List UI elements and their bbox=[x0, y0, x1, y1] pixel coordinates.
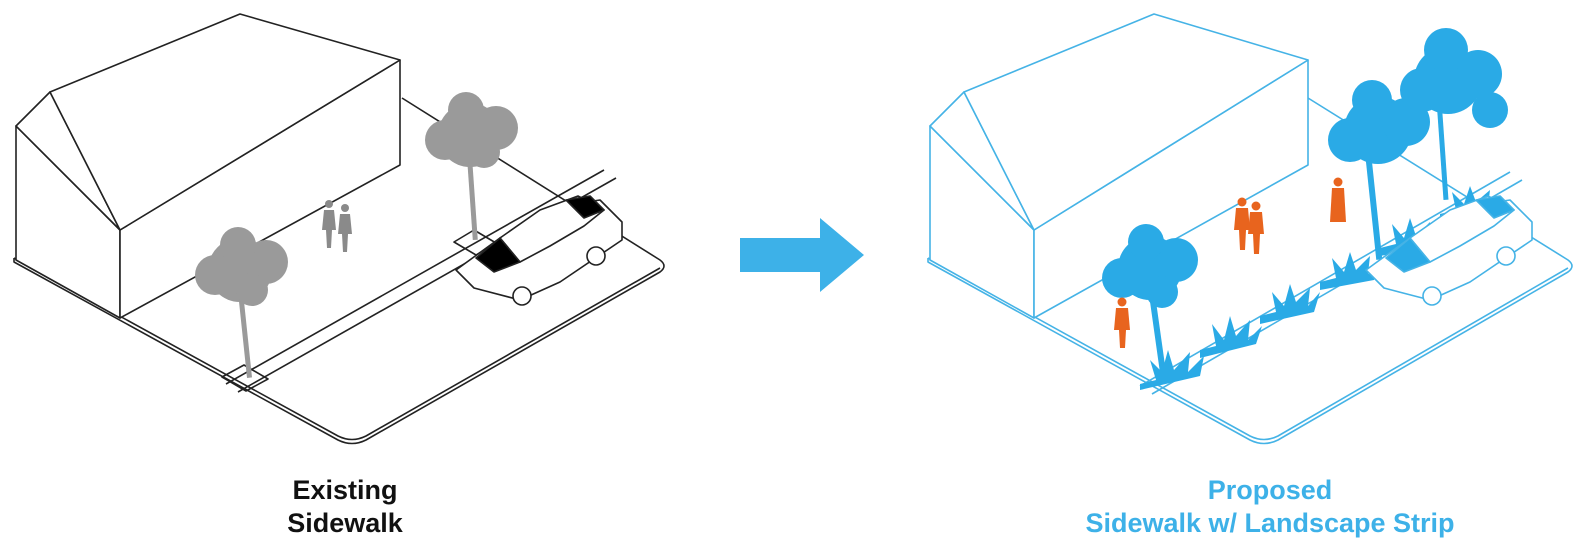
pedestrians bbox=[322, 200, 352, 252]
existing-caption-title: Existing bbox=[190, 474, 500, 507]
proposed-panel: Proposed Sidewalk w/ Landscape Strip bbox=[900, 0, 1581, 545]
existing-caption: Existing Sidewalk bbox=[190, 474, 500, 540]
existing-caption-subtitle: Sidewalk bbox=[190, 507, 500, 540]
proposed-caption-subtitle: Sidewalk w/ Landscape Strip bbox=[960, 507, 1580, 540]
proposed-sidewalk-illustration bbox=[900, 0, 1581, 460]
existing-sidewalk-illustration bbox=[0, 0, 690, 460]
existing-panel: Existing Sidewalk bbox=[0, 0, 690, 545]
proposed-caption: Proposed Sidewalk w/ Landscape Strip bbox=[960, 474, 1580, 540]
tree-right bbox=[425, 92, 518, 240]
right-arrow-icon bbox=[740, 218, 864, 292]
car bbox=[456, 196, 622, 305]
proposed-caption-title: Proposed bbox=[960, 474, 1580, 507]
